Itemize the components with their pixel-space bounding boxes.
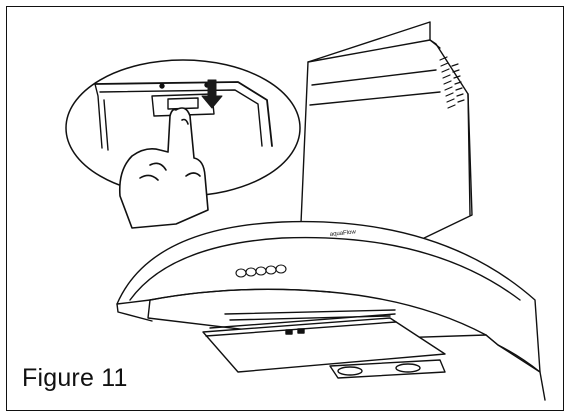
detail-zoom-bubble: [65, 59, 301, 229]
grease-filter-panel: [202, 309, 446, 373]
hood-chimney: [279, 21, 473, 249]
figure-caption: Figure 11: [22, 364, 128, 392]
hood-glass-canopy: [116, 220, 546, 401]
hand-pressing: [118, 107, 209, 229]
vent-slots: [439, 56, 465, 109]
hood-lights: [329, 359, 446, 379]
brand-mark: aquaFlow: [330, 229, 357, 238]
control-buttons: [235, 264, 287, 278]
push-down-arrow: [201, 79, 223, 109]
